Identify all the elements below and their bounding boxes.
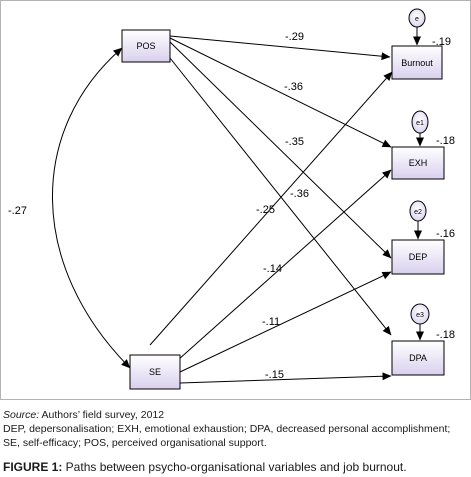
path-pos-exh — [169, 37, 392, 148]
path-se-dpa — [179, 372, 392, 384]
figure-label: FIGURE 1: — [3, 460, 63, 474]
source-text: Authors’ field survey, 2012 — [39, 409, 165, 421]
node-exh-box — [391, 146, 445, 180]
error-burnout-ellipse — [408, 8, 426, 28]
coef-pos-dpa: -.36 — [290, 188, 309, 200]
source-label: Source: — [3, 409, 40, 421]
coef-se-dpa: -.15 — [265, 369, 284, 381]
error-dep-label: e2 — [414, 209, 422, 216]
error-dpa-label: e3 — [416, 312, 424, 319]
coef-pos-exh: -.36 — [284, 81, 303, 93]
variance-exh-label: -.18 — [436, 135, 455, 147]
coef-se-exh: -.14 — [263, 263, 282, 275]
coef-pos-dep: -.35 — [285, 136, 304, 148]
error-dpa-ellipse — [410, 303, 430, 325]
node-burnout-box — [391, 45, 443, 80]
error-burnout-label: e — [415, 16, 419, 23]
error-dep-ellipse — [409, 200, 427, 222]
node-dpa-label: DPA — [409, 353, 427, 363]
node-se-box — [129, 354, 181, 390]
abbreviations-note: DEP, depersonalisation; EXH, emotional e… — [3, 423, 451, 449]
node-dep-label: DEP — [409, 252, 428, 262]
variance-burnout-label: -.19 — [432, 36, 451, 48]
node-pos-box — [121, 29, 171, 63]
node-exh-label: EXH — [409, 158, 428, 168]
error-exh-label: e1 — [416, 120, 424, 127]
node-pos-label: POS — [136, 41, 155, 51]
path-diagram: POS SE Burnout EXH DEP DPA e e1 e2 e3 -.… — [8, 8, 455, 390]
variance-dep-label: -.16 — [436, 228, 455, 240]
path-pos-burnout — [169, 35, 391, 61]
variance-dpa-label: -.18 — [436, 329, 455, 341]
path-se-exh — [177, 169, 392, 361]
source-note: Source: Authors’ field survey, 2012 — [3, 408, 469, 422]
covariance-pos-se — [52, 47, 131, 369]
path-se-dep — [179, 271, 392, 373]
figure-title: Paths between psycho-organisational vari… — [62, 460, 407, 474]
node-burnout-label: Burnout — [401, 58, 433, 68]
coef-se-burnout: -.25 — [256, 204, 275, 216]
figure-caption: FIGURE 1: Paths between psycho-organisat… — [3, 460, 469, 475]
coef-se-dep: -.11 — [262, 316, 280, 328]
path-pos-dpa — [169, 57, 392, 336]
path-pos-dep — [169, 41, 392, 259]
node-dep-box — [391, 239, 445, 275]
node-dpa-box — [391, 340, 445, 376]
coef-pos-burnout: -.29 — [285, 31, 304, 43]
coef-pos-se: -.27 — [8, 205, 27, 217]
error-exh-ellipse — [411, 110, 429, 134]
path-se-burnout — [149, 71, 393, 346]
node-se-label: SE — [149, 367, 161, 377]
